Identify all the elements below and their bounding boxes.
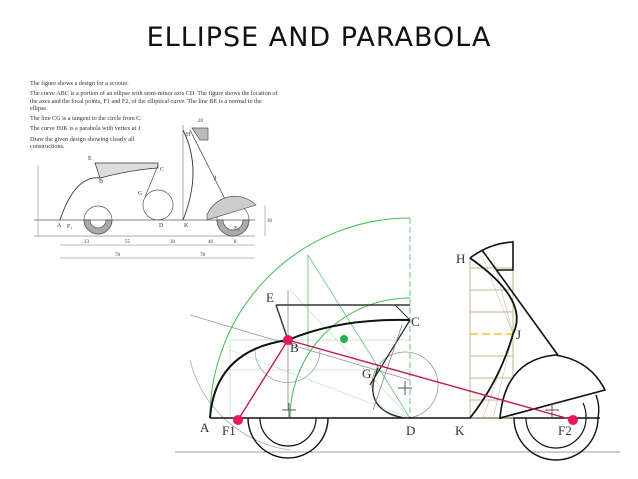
ref-label-B: B [99, 179, 103, 185]
reference-labels: E B C G A F₁ D K H J F₂ 23 55 30 40 8 78… [57, 119, 273, 258]
ref-dim-78b: 78 [200, 253, 206, 258]
ref-dim-55: 55 [125, 240, 131, 245]
ref-dim-30: 30 [170, 240, 176, 245]
focal-point-F1-marker [233, 415, 243, 425]
slide-title: ELLIPSE AND PARABOLA [146, 22, 492, 53]
ref-label-F1: F₁ [67, 224, 72, 230]
ref-label-D: D [159, 223, 164, 229]
ref-dim-40: 40 [208, 240, 214, 245]
label-G: G [362, 366, 371, 381]
label-A: A [200, 420, 210, 435]
ref-dim-23: 23 [84, 240, 90, 245]
ref-label-E: E [88, 156, 92, 162]
label-F2: F2 [558, 423, 572, 438]
ref-label-C: C [160, 167, 164, 173]
label-J: J [516, 327, 521, 342]
green-point-marker [340, 335, 348, 343]
focal-point-F2-marker [568, 415, 578, 425]
reference-drawing [34, 125, 266, 259]
ref-dim-30-right: 30 [267, 219, 273, 224]
ref-label-A: A [57, 223, 62, 229]
brief-line-5: Draw the given design showing clearly al… [30, 135, 135, 151]
ref-dim-78a: 78 [115, 253, 121, 258]
label-D: D [406, 423, 415, 438]
label-C: C [411, 314, 420, 329]
ref-dim-20: 20 [198, 119, 204, 124]
label-E: E [266, 290, 274, 305]
construction-drawing [175, 217, 620, 461]
label-K: K [455, 423, 465, 438]
brief-line-3: The line CG is a tangent to the circle f… [30, 115, 142, 123]
ref-label-H: H [186, 132, 191, 138]
ref-label-F2: F₂ [234, 226, 239, 232]
ref-label-G: G [138, 191, 143, 197]
ref-label-J: J [214, 176, 217, 182]
ref-dim-8: 8 [234, 240, 237, 245]
problem-brief: The figure shows a design for a scooter.… [30, 80, 280, 153]
point-B-marker [283, 335, 293, 345]
brief-line-2: The curve ABC is a portion of an ellipse… [30, 90, 278, 113]
ref-label-K: K [184, 223, 189, 229]
label-H: H [456, 251, 465, 266]
construction-labels: A F1 B E C G D K H J F2 [200, 251, 572, 438]
label-F1: F1 [222, 423, 236, 438]
brief-line-4: The curve HJK is a parabola with vertex … [30, 125, 142, 133]
label-B: B [290, 340, 299, 355]
brief-line-1: The figure shows a design for a scooter. [30, 80, 129, 87]
